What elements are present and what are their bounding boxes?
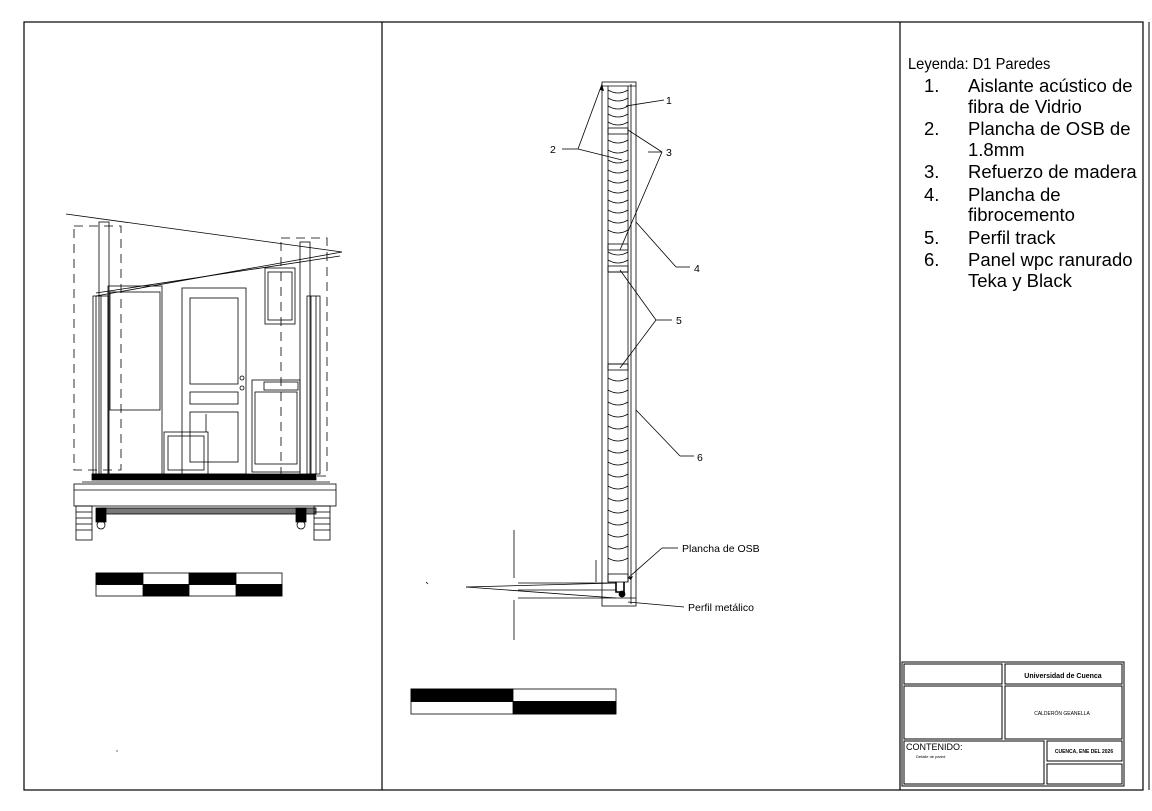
legend-item-label: Plancha de OSB de 1.8mm [968,118,1131,160]
legend-item-label: Panel wpc ranurado Teka y Black [968,249,1133,291]
wall-section [465,81,637,640]
legend-list: 1. Aislante acústico de fibra de Vidrio 2… [908,75,1138,291]
legend-item-label: Aislante acústico de fibra de Vidrio [968,75,1133,117]
legend-item-label: Perfil track [968,226,1056,248]
institution-name: Universidad de Cuenca [1024,673,1102,680]
content-value: Detalle de pared [916,754,945,759]
callout-4: 4 [694,263,700,275]
stray-mark [116,750,118,752]
legend-title: Leyenda: D1 Paredes [908,56,1051,73]
content-label: CONTENIDO: [906,742,963,752]
scale-bar-middle [410,688,617,715]
author-name: CALDERÓN GEANELLA [1034,710,1090,717]
legend-item: 5. Perfil track [908,226,1138,249]
callout-2: 2 [550,144,556,156]
elevation-view [65,213,343,541]
scale-bar-left [95,572,283,597]
callout-leaders [562,83,694,608]
legend-item-number: 6. [924,249,940,270]
legend: Leyenda: D1 Paredes 1. Aislante acústico … [908,56,1138,293]
legend-item: 4. Plancha de fibrocemento [908,183,1138,226]
title-block-text: Universidad de Cuenca CALDERÓN GEANELLA … [906,673,1113,759]
legend-item-number: 2. [924,118,940,139]
callout-osb: Plancha de OSB [682,543,760,555]
legend-item-number: 3. [924,161,940,182]
legend-item-number: 4. [924,183,940,205]
callout-arrowheads [600,84,633,580]
legend-item: 3. Refuerzo de madera [908,161,1138,183]
legend-item: 1. Aislante acústico de fibra de Vidrio [908,75,1138,117]
sheet-frame [23,21,1144,791]
callout-3: 3 [666,147,672,159]
legend-item: 2. Plancha de OSB de 1.8mm [908,118,1138,160]
date-location: CUENCA, ENE DEL 2026 [1055,749,1113,755]
callout-6: 6 [697,452,703,464]
legend-item: 6. Panel wpc ranurado Teka y Black [908,249,1138,291]
legend-item-label: Plancha de fibrocemento [968,183,1075,225]
callout-labels: 1 2 3 4 5 6 Plancha de OSB Perfil metáli… [550,95,760,614]
legend-item-number: 1. [924,75,940,96]
title-block [901,661,1125,787]
callout-5: 5 [676,315,682,327]
legend-item-number: 5. [924,226,940,248]
callout-1: 1 [666,95,672,107]
legend-item-label: Refuerzo de madera [968,161,1137,182]
stray-tick [425,581,429,585]
callout-metal: Perfil metálico [688,602,754,614]
